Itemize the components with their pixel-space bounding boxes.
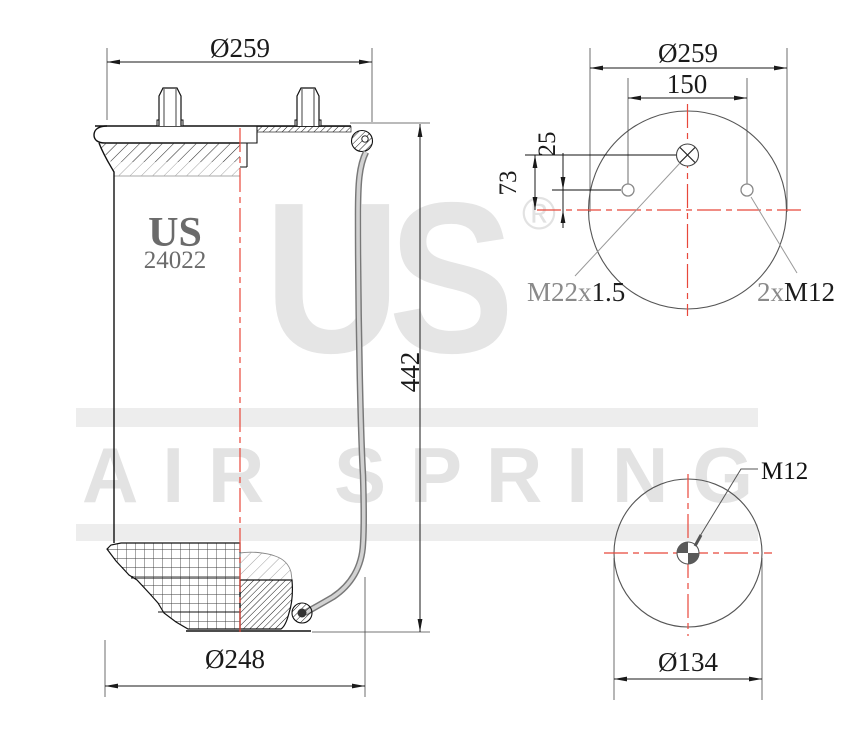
- dim-fitting-offset-label: 73: [495, 171, 522, 196]
- dimension-arrow: [417, 124, 423, 137]
- body-left-edge: [98, 142, 115, 543]
- dimension-arrow: [352, 683, 365, 689]
- dim-bolt-offset-label: 25: [534, 132, 561, 157]
- dimension-arrow: [560, 177, 566, 190]
- dimension-arrow: [105, 683, 118, 689]
- clamp-sheet-section: [256, 126, 352, 133]
- dimension-arrow: [774, 65, 787, 71]
- stud-right: [294, 87, 322, 127]
- watermark-band-top: [76, 408, 758, 427]
- part-number-label: 24022: [144, 247, 207, 274]
- leader-line-fitting: [574, 162, 681, 277]
- piston-section: [106, 542, 313, 632]
- dimension-arrow: [749, 676, 762, 682]
- dimension-arrow: [590, 65, 603, 71]
- stud-left: [156, 87, 184, 127]
- stud-hole-symbol: [676, 541, 700, 565]
- watermark-logo: US: [264, 157, 514, 398]
- watermark-band-bottom: [76, 524, 758, 541]
- leader-line-studs: [750, 196, 798, 274]
- dimension-arrow: [417, 619, 423, 632]
- dimension-arrow: [614, 676, 627, 682]
- part-brand-label: US: [148, 210, 202, 256]
- dim-bottom-diameter-label: Ø248: [205, 644, 265, 674]
- bead-curl-core: [361, 135, 369, 143]
- extension-lines-top-view: [589, 48, 788, 212]
- extension-lines-side: [104, 48, 430, 697]
- piston-cap-section: [239, 551, 293, 581]
- bellows-bead-core: [297, 608, 307, 618]
- registered-trademark-icon: ®: [522, 187, 556, 239]
- dimension-arrow: [532, 155, 538, 168]
- dimension-arrow: [628, 95, 641, 101]
- bottom-stud-thread-label: M12: [761, 458, 808, 485]
- dimension-arrow: [359, 59, 372, 65]
- extension-lines-bottom-view: [613, 558, 763, 700]
- dim-outer-diameter-label: Ø259: [658, 38, 718, 68]
- dim-top-diameter-label: Ø259: [210, 33, 270, 63]
- fitting-thread-label: M22x1.5: [527, 277, 625, 307]
- rubber-section-top: [99, 143, 240, 177]
- piston-steel-section: [239, 579, 293, 630]
- bottom-view: M12 Ø134: [604, 458, 808, 700]
- watermark-banner: AIR SPRING: [82, 431, 778, 519]
- leader-line-bottom-stud: [696, 468, 758, 542]
- stud-thread-label: 2xM12: [757, 277, 835, 307]
- leader-arrow: [693, 534, 703, 547]
- piston-rubber-grid-section: [106, 542, 241, 630]
- dim-height-label: 442: [395, 352, 425, 393]
- top-view: Ø259 150 73 25 M22x1.5 2xM12: [495, 38, 835, 316]
- offset-reference-lines: [525, 154, 676, 191]
- dim-bolt-spacing-label: 150: [667, 69, 708, 99]
- dim-bottom-view-diameter-label: Ø134: [658, 647, 718, 677]
- dimension-arrow: [560, 210, 566, 223]
- bolt-hole-right: [740, 183, 754, 197]
- air-fitting-symbol: [675, 143, 700, 167]
- bolt-hole-left: [621, 183, 635, 197]
- dimension-arrow: [734, 95, 747, 101]
- dimension-arrow: [107, 59, 120, 65]
- dimension-arrow: [532, 197, 538, 210]
- bellows-wall: [303, 150, 369, 616]
- side-view: Ø259 442 Ø248 US 24022: [93, 33, 430, 697]
